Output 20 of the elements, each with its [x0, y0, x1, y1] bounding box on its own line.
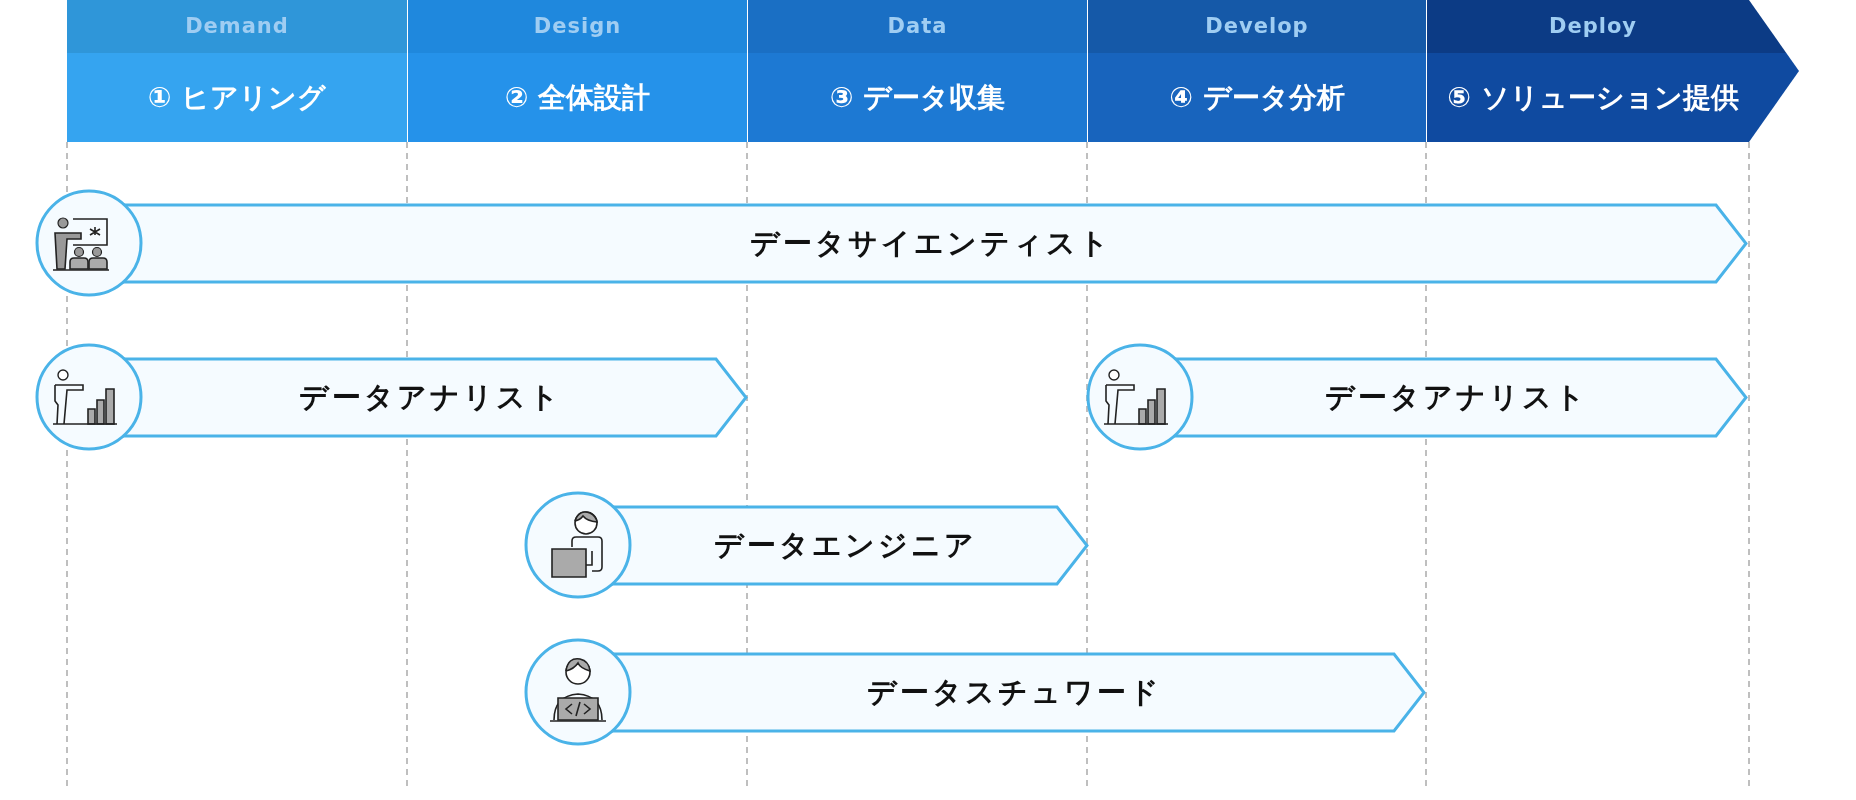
phase-label: Demand: [185, 14, 289, 38]
phase-banner: [1088, 0, 1426, 142]
phase-banner: [748, 0, 1087, 142]
phase-title: ④ データ分析: [1169, 81, 1345, 114]
phase-title: ① ヒアリング: [147, 81, 327, 114]
phase-label: Design: [533, 14, 622, 38]
phase-title: ⑤ ソリューション提供: [1447, 81, 1739, 114]
phase-banner: [67, 0, 407, 142]
role-label: データアナリスト: [1324, 379, 1588, 416]
phase-title: ③ データ収集: [829, 81, 1006, 114]
phase-label: Develop: [1205, 14, 1309, 38]
role-label: データスチュワード: [866, 674, 1162, 711]
role-label: データエンジニア: [714, 527, 977, 564]
role-label: データアナリスト: [299, 379, 562, 416]
phase-banner: [408, 0, 747, 142]
phase-title: ② 全体設計: [504, 81, 651, 114]
phase-label: Deploy: [1549, 14, 1637, 38]
role-label: データサイエンティスト: [749, 225, 1112, 262]
phase-label: Data: [887, 14, 948, 38]
phase-banner: [1427, 0, 1799, 142]
